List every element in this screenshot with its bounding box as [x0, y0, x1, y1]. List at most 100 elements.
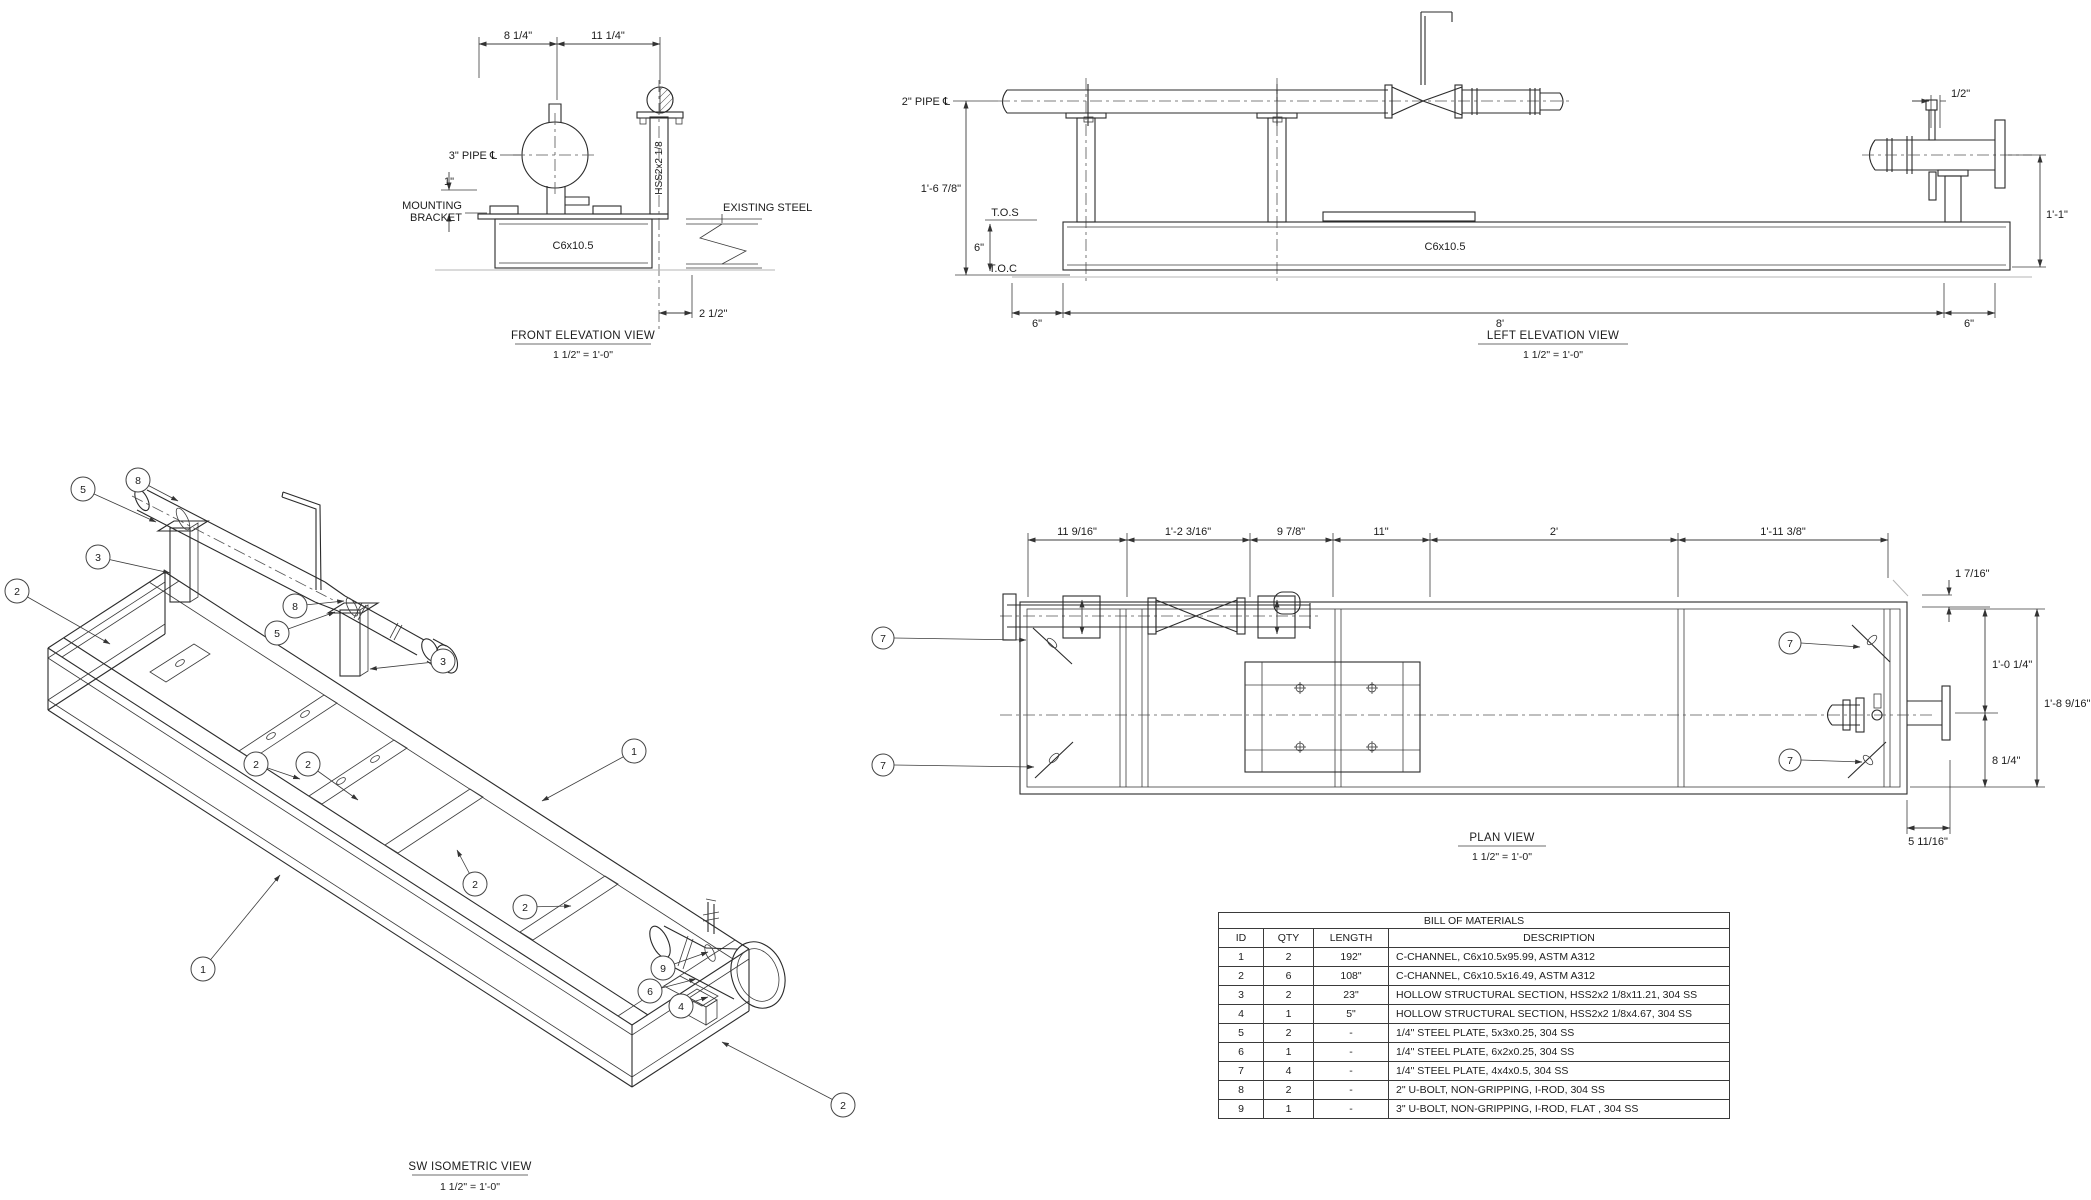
bom-cell: 4	[1218, 1004, 1264, 1024]
table-row: 1 2 192" C-CHANNEL, C6x10.5x95.99, ASTM …	[1218, 947, 1730, 967]
view-scale: 1 1/2" = 1'-0"	[1523, 349, 1583, 361]
balloon-callouts: 5 8 3 2 8 5 3 2 2 1 2 2 1 9	[4, 467, 856, 1118]
bom-title-row: BILL OF MATERIALS	[1218, 912, 1730, 929]
left-elevation-view: 2" PIPE ℄	[902, 11, 2068, 361]
bom-cell: HOLLOW STRUCTURAL SECTION, HSS2x2 1/8x4.…	[1388, 1004, 1730, 1024]
balloon-label: 9	[660, 963, 666, 975]
bolt-marks	[1294, 682, 1378, 753]
pipe-centerline-label: 3" PIPE ℄	[449, 150, 497, 162]
bom-title: BILL OF MATERIALS	[1218, 912, 1730, 929]
view-scale: 1 1/2" = 1'-0"	[1472, 851, 1532, 863]
dim-label: 6"	[974, 242, 984, 254]
dim-label: 1'-2 3/16"	[1165, 526, 1211, 538]
bom-cell: 2" U-BOLT, NON-GRIPPING, I-ROD, 304 SS	[1388, 1080, 1730, 1100]
bom-cell: HOLLOW STRUCTURAL SECTION, HSS2x2 1/8x11…	[1388, 985, 1730, 1005]
balloon-callouts: 7 7 7 7	[871, 626, 1863, 777]
bom-cell: 2	[1263, 947, 1314, 967]
view-scale: 1 1/2" = 1'-0"	[440, 1181, 500, 1193]
bom-cell: 1	[1218, 947, 1264, 967]
bom-cell: 1/4" STEEL PLATE, 4x4x0.5, 304 SS	[1388, 1061, 1730, 1081]
balloon-label: 2	[253, 759, 259, 771]
balloon-label: 3	[95, 552, 101, 564]
view-title: LEFT ELEVATION VIEW	[1487, 330, 1619, 342]
bom-col-header: DESCRIPTION	[1388, 928, 1730, 948]
bom-cell: C-CHANNEL, C6x10.5x16.49, ASTM A312	[1388, 966, 1730, 986]
bom-col-header: QTY	[1263, 928, 1314, 948]
dim-label: 6"	[1964, 318, 1974, 330]
hss-label: HSS2x2 1/8	[654, 141, 665, 195]
dim-label: 8 1/4"	[1992, 755, 2020, 767]
dim-label: 5 11/16"	[1908, 836, 1948, 848]
table-row: 4 1 5" HOLLOW STRUCTURAL SECTION, HSS2x2…	[1218, 1004, 1730, 1024]
bom-cell: 1/4" STEEL PLATE, 6x2x0.25, 304 SS	[1388, 1042, 1730, 1062]
skid-frame	[47, 571, 750, 1088]
bom-cell: 1	[1263, 1042, 1314, 1062]
table-row: 9 1 - 3" U-BOLT, NON-GRIPPING, I-ROD, FL…	[1218, 1099, 1730, 1119]
plan-right-dims: 1 7/16" 1'-0 1/4" 8 1/4" 1'-8 9/16" 5 11…	[1906, 568, 2090, 848]
bom-cell: 2	[1263, 985, 1314, 1005]
balloon-label: 2	[840, 1100, 846, 1112]
bom-cell: 23"	[1313, 985, 1389, 1005]
table-row: 5 2 - 1/4" STEEL PLATE, 5x3x0.25, 304 SS	[1218, 1023, 1730, 1043]
bom-cell: 5"	[1313, 1004, 1389, 1024]
bom-cell: 8	[1218, 1080, 1264, 1100]
cross-members	[149, 643, 619, 941]
dim-label: 11"	[1373, 526, 1388, 538]
bom-cell: 9	[1218, 1099, 1264, 1119]
balloon-label: 2	[472, 879, 478, 891]
dim-label: 1"	[444, 176, 454, 188]
table-row: 2 6 108" C-CHANNEL, C6x10.5x16.49, ASTM …	[1218, 966, 1730, 986]
outlet-assembly	[1862, 99, 2032, 223]
table-row: 3 2 23" HOLLOW STRUCTURAL SECTION, HSS2x…	[1218, 985, 1730, 1005]
bom-cell: 108"	[1313, 966, 1389, 986]
bom-col-header: LENGTH	[1313, 928, 1389, 948]
bom-cell: 6	[1218, 1042, 1264, 1062]
dim-label: 9 7/8"	[1277, 526, 1305, 538]
pipe-centerline-label: 2" PIPE ℄	[902, 96, 950, 108]
view-title: SW ISOMETRIC VIEW	[408, 1161, 531, 1173]
balloon-label: 5	[80, 484, 86, 496]
bom-cell: -	[1313, 1099, 1389, 1119]
dim-label: 1/2"	[1951, 88, 1970, 100]
bom-cell: 2	[1263, 1023, 1314, 1043]
dim-label: 2 1/2"	[699, 308, 727, 320]
dim-label: 1'-11 3/8"	[1760, 526, 1806, 538]
tos-label: T.O.S	[991, 207, 1019, 219]
balloon-label: 5	[274, 628, 280, 640]
table-row: 8 2 - 2" U-BOLT, NON-GRIPPING, I-ROD, 30…	[1218, 1080, 1730, 1100]
channel-label: C6x10.5	[1425, 241, 1466, 253]
plan-view: 7 7 7 7 11 9/16" 1'-2	[871, 526, 2090, 863]
view-scale: 1 1/2" = 1'-0"	[553, 349, 613, 361]
bom-cell: 6	[1263, 966, 1314, 986]
balloon-label: 1	[200, 964, 206, 976]
balloon-label: 2	[305, 759, 311, 771]
bom-cell: -	[1313, 1061, 1389, 1081]
iso-pipe	[131, 488, 459, 674]
bom-col-header: ID	[1218, 928, 1264, 948]
dim-label: 1'-8 9/16"	[2044, 698, 2090, 710]
gusset-plates	[1032, 624, 1891, 779]
dim-label: 11 1/4"	[591, 30, 625, 42]
balloon-label: 3	[440, 656, 446, 668]
dim-label: 11 9/16"	[1057, 526, 1097, 538]
balloon-label: 4	[678, 1001, 684, 1013]
bom-cell: 1/4" STEEL PLATE, 5x3x0.25, 304 SS	[1388, 1023, 1730, 1043]
dim-label: 1'-6 7/8"	[921, 183, 961, 195]
bom-cell: -	[1313, 1023, 1389, 1043]
bom-cell: 7	[1218, 1061, 1264, 1081]
balloon-label: 7	[1787, 638, 1793, 650]
channel-label: C6x10.5	[553, 240, 594, 252]
bom-cell: 5	[1218, 1023, 1264, 1043]
balloon-label: 8	[135, 475, 141, 487]
mounting-bracket-label: BRACKET	[410, 212, 462, 224]
bom-cell: 3	[1218, 985, 1264, 1005]
dim-label: 1 7/16"	[1955, 568, 1990, 580]
dim-label: 8'	[1496, 318, 1504, 330]
existing-steel-label: EXISTING STEEL	[723, 202, 812, 214]
balloon-label: 2	[14, 586, 20, 598]
dim-label: 8 1/4"	[504, 30, 532, 42]
balloon-label: 8	[292, 601, 298, 613]
bom-cell: 1	[1263, 1004, 1314, 1024]
